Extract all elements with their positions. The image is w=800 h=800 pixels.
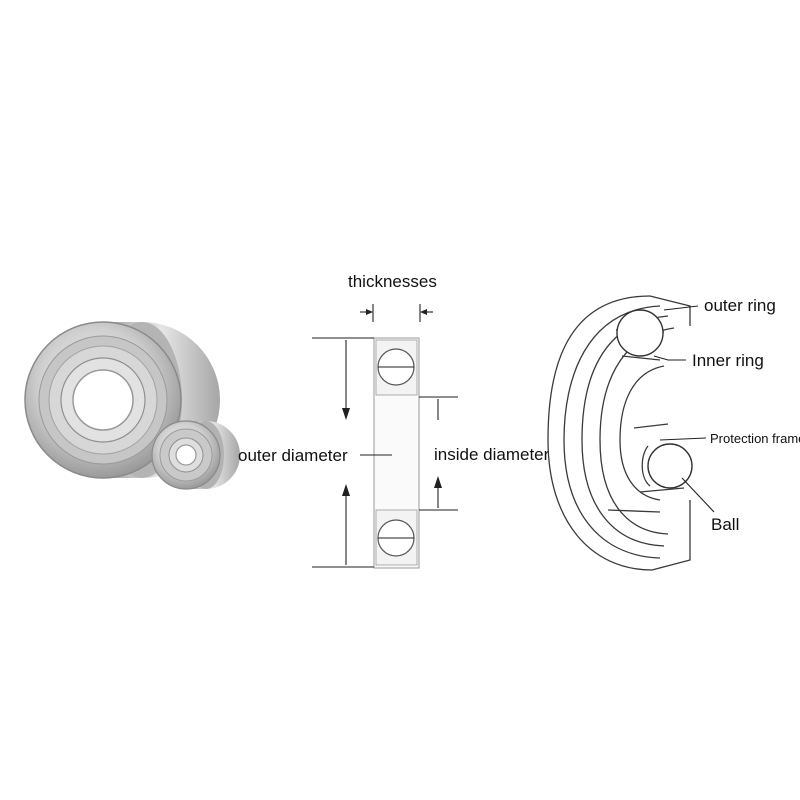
small-bearing-bore [175,444,197,466]
outer-ring-label: outer ring [704,296,776,315]
cutaway-ball-top [616,309,664,357]
ball-label: Ball [711,515,739,534]
thicknesses-label: thicknesses [348,272,437,291]
cutaway-ball-bottom [647,443,693,489]
bearing-photo [24,321,240,490]
protection-frame-label: Protection frame [710,431,800,446]
outer-diameter-label: outer diameter [238,446,348,465]
cutaway-sketch: outer ring Inner ring Protection frame B… [547,295,800,571]
large-bearing-bore [72,369,134,431]
dimension-drawing: thicknesses outer diameter inside diame [238,272,550,569]
inner-ring-label: Inner ring [692,351,764,370]
inside-diameter-label: inside diameter [434,445,550,464]
